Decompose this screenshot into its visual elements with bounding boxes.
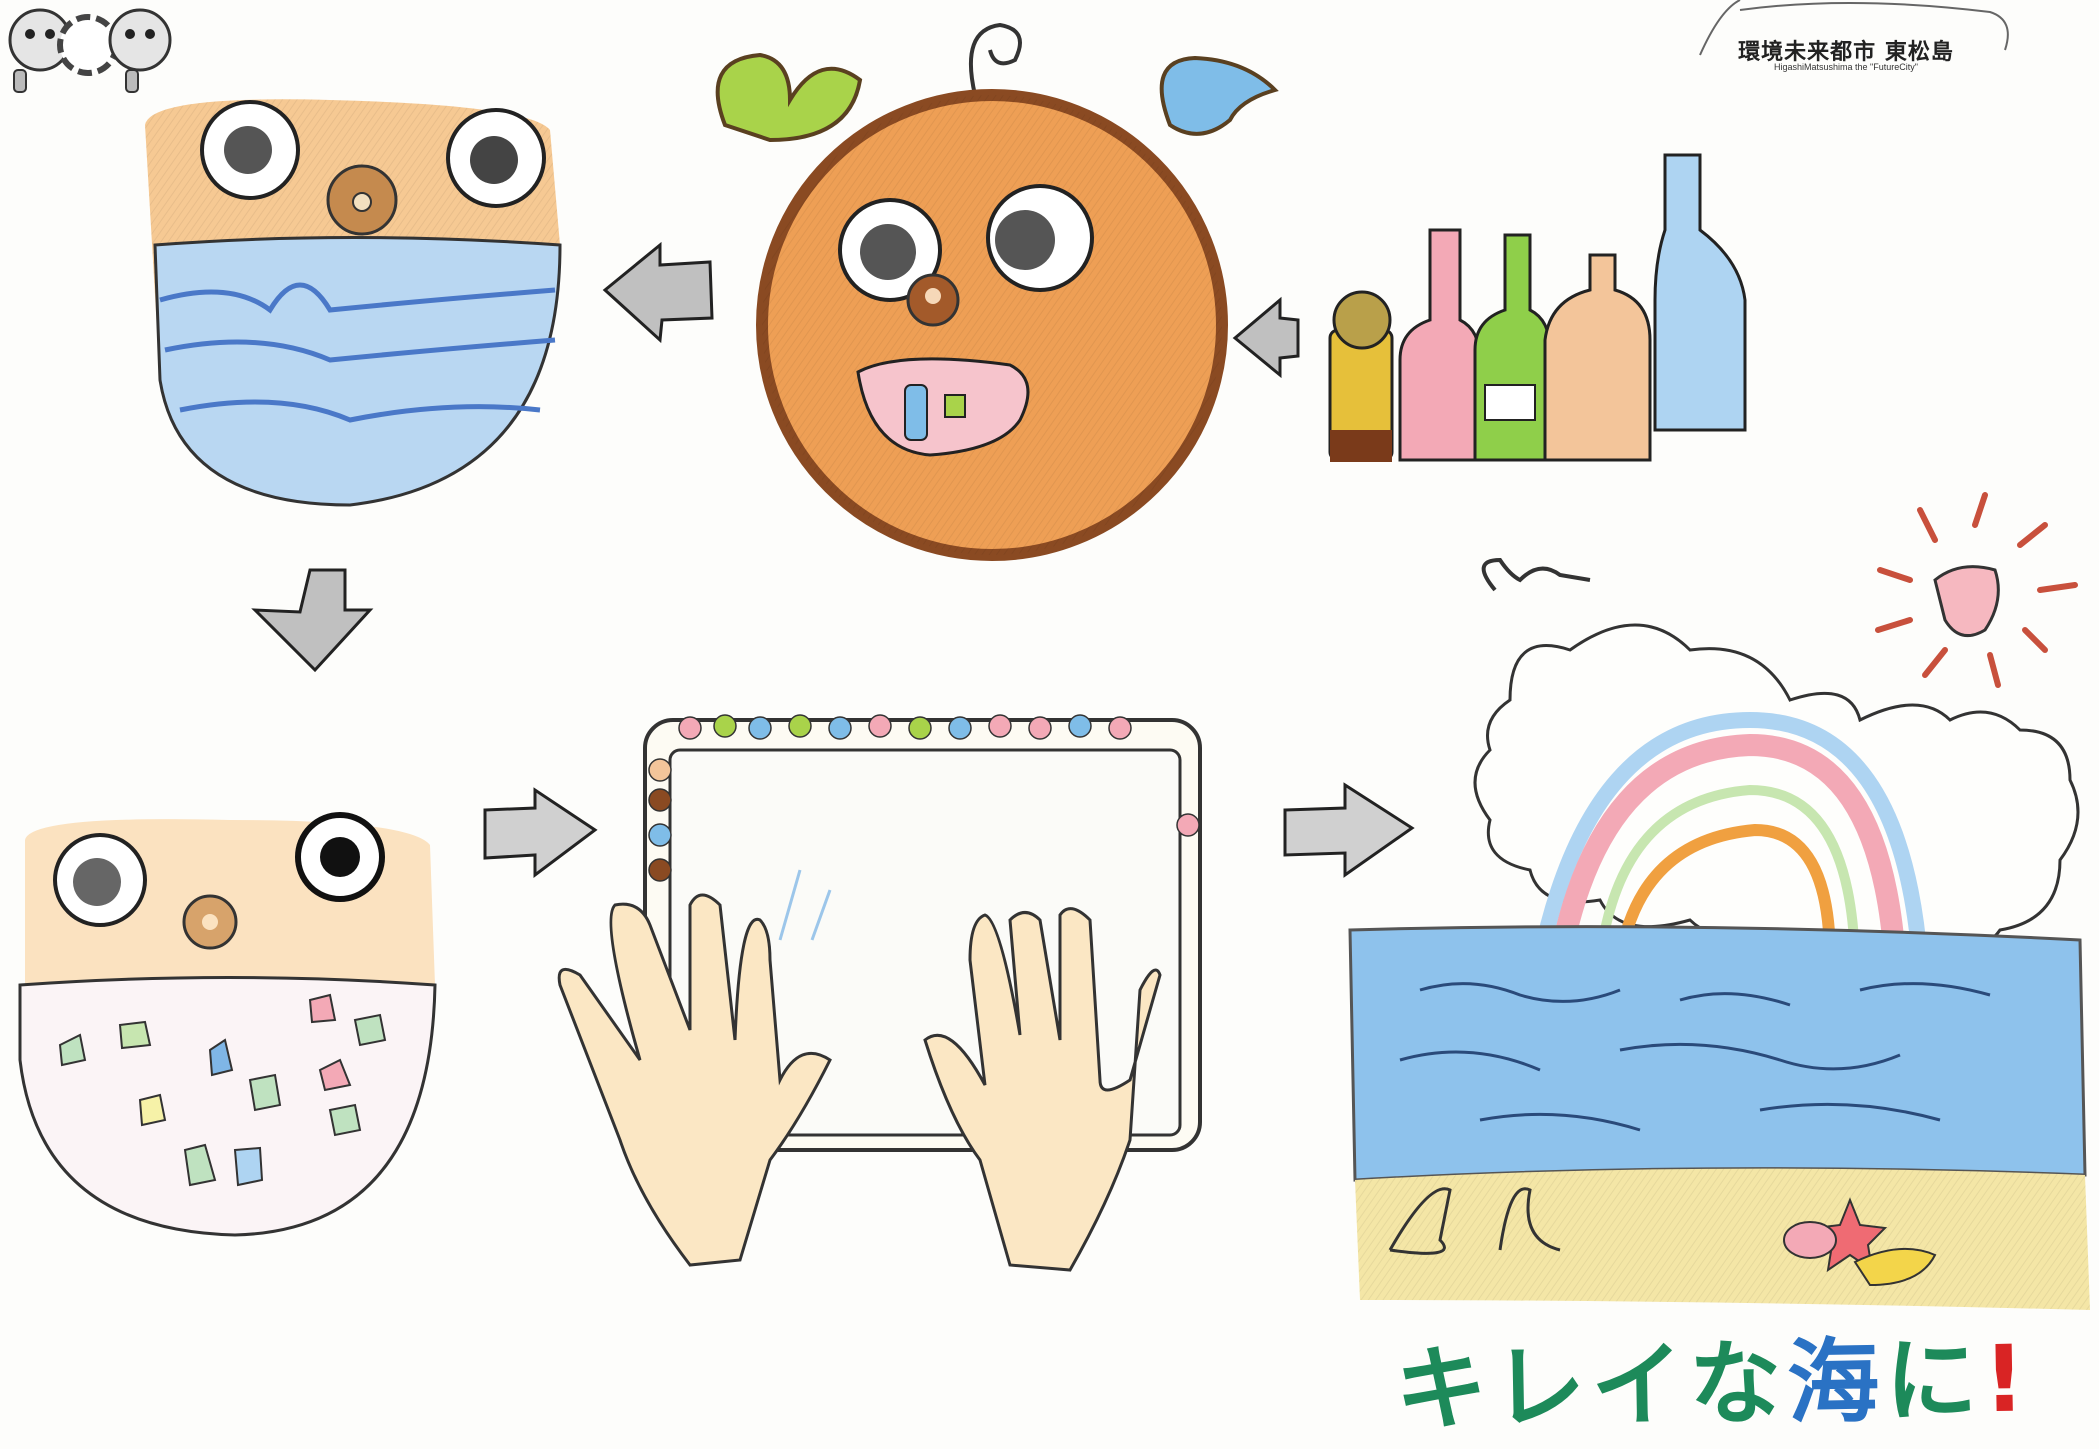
panel-orange-character bbox=[715, 22, 1279, 561]
arrow-right-2 bbox=[1283, 782, 1415, 878]
headline-part-kirei: キレイな bbox=[1394, 1329, 1789, 1444]
city-logo: 環境未来都市 東松島 HigashiMatsushima the "Future… bbox=[1681, 0, 2011, 80]
bottles-illustration bbox=[1328, 153, 1747, 462]
city-logo-subtitle: HigashiMatsushima the "FutureCity" bbox=[1774, 62, 1918, 72]
arrow-left-1 bbox=[602, 241, 714, 344]
city-logo-title: 環境未来都市 東松島 bbox=[1738, 40, 1954, 65]
logo-swoosh bbox=[1699, 0, 2009, 56]
headline-part-umi: 海 bbox=[1786, 1328, 1887, 1437]
headline-exclamation: ! bbox=[1982, 1325, 2033, 1434]
headline-part-ni: に bbox=[1884, 1326, 1985, 1435]
arrow-right-1 bbox=[483, 787, 598, 878]
arrow-left-2 bbox=[1232, 296, 1300, 379]
panel-hands-frame bbox=[557, 714, 1202, 1272]
panel-face-sea bbox=[145, 99, 562, 507]
headline-text: キレイな海に! bbox=[1394, 1304, 2032, 1448]
panel-face-microplastics bbox=[18, 812, 437, 1237]
mascot-logo bbox=[8, 8, 172, 93]
panel-clean-sea bbox=[1348, 492, 2090, 1310]
arrow-down bbox=[251, 568, 374, 673]
